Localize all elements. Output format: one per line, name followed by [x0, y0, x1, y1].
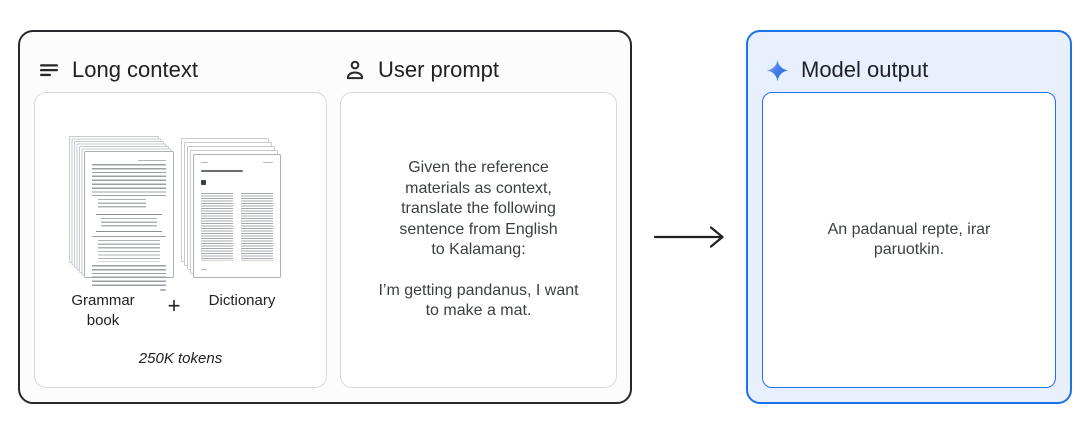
- arrow-right-icon: [653, 226, 724, 248]
- token-count-label: 250K tokens: [138, 350, 223, 367]
- dictionary-columns: [201, 193, 273, 261]
- long-context-card: Grammar book + Dictionary 250K tokens: [34, 92, 327, 388]
- prompt-sentence-text: I’m getting pandanus, I want to make a m…: [378, 281, 579, 320]
- notes-icon: [40, 64, 58, 77]
- dictionary-letter-mark: [201, 180, 206, 186]
- person-icon: [346, 60, 364, 80]
- grammar-page: [84, 151, 174, 291]
- long-context-title: Long context: [72, 57, 198, 82]
- model-output-title: Model output: [801, 57, 929, 82]
- user-prompt-card: Given the reference materials as context…: [340, 92, 617, 388]
- dictionary-title-line: [201, 170, 243, 173]
- dictionary-page: [193, 154, 281, 278]
- model-output-card: An padanual repte, irar paruotkin.: [762, 92, 1056, 388]
- model-output-header: Model output: [762, 42, 1056, 92]
- gemini-sparkle-icon: [766, 59, 789, 81]
- grammar-table: [96, 214, 162, 233]
- dictionary-label: Dictionary: [208, 292, 276, 309]
- dictionary-stack: [181, 138, 281, 278]
- user-prompt-title: User prompt: [378, 57, 500, 82]
- prompt-instruction-text: Given the reference materials as context…: [399, 159, 558, 259]
- grammar-book-stack: [69, 136, 174, 291]
- grammar-book-label: Grammar book: [71, 292, 135, 329]
- model-response-text: An padanual repte, irar paruotkin.: [827, 220, 991, 258]
- plus-sign: +: [167, 293, 181, 318]
- model-output-panel: Model output An padanual repte, irar par…: [746, 30, 1072, 404]
- user-prompt-header: User prompt: [340, 42, 617, 92]
- long-context-header: Long context: [34, 42, 327, 92]
- input-panel: Long context User prompt: [18, 30, 632, 404]
